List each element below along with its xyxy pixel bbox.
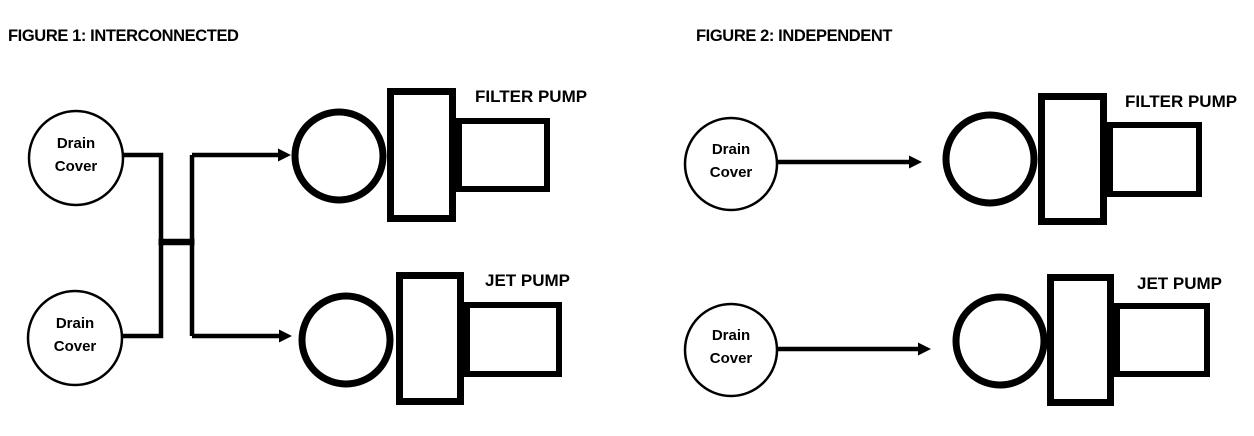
drain-cover-label-line1: Drain (712, 327, 750, 344)
pump-body-rect (387, 88, 456, 222)
fig2-arrow-to-filter-pump (777, 155, 922, 169)
fig1-drain-cover-bottom: Drain Cover (26, 289, 124, 387)
drain-cover-label-line1: Drain (712, 141, 750, 158)
arrow-head (918, 342, 931, 356)
manifold-suction-line (122, 152, 164, 339)
fig1-arrow-to-filter-pump (192, 148, 291, 162)
drain-cover-label-line2: Cover (710, 164, 753, 181)
drain-cover-label-line2: Cover (54, 338, 97, 355)
pump-inlet-circle (942, 111, 1038, 207)
filter-pump-label: FILTER PUMP (475, 87, 587, 106)
figure-1-interconnected: FIGURE 1: INTERCONNECTED Drain Cover Dra… (8, 27, 587, 405)
jet-pump-label: JET PUMP (1137, 274, 1222, 293)
pump-inlet-circle (952, 293, 1048, 389)
fig2-drain-cover-top: Drain Cover (683, 116, 779, 212)
pump-outlet-rect (464, 302, 562, 377)
pump-outlet-rect (1114, 303, 1210, 377)
pump-inlet-circle (291, 108, 387, 204)
pump-body-rect (1047, 274, 1114, 406)
jet-pump-label: JET PUMP (485, 271, 570, 290)
arrow-head (279, 329, 292, 343)
pump-outlet-rect (1107, 122, 1202, 197)
fig2-jet-pump: JET PUMP (952, 274, 1222, 406)
drain-cover-label-line1: Drain (57, 135, 95, 152)
drain-cover-circle (27, 109, 125, 207)
drain-cover-label-line1: Drain (56, 315, 94, 332)
arrow-head (909, 155, 922, 169)
figure-2-independent: FIGURE 2: INDEPENDENT Drain Cover FILTER… (683, 27, 1237, 406)
figure-1-title: FIGURE 1: INTERCONNECTED (8, 27, 239, 45)
arrow-head (278, 148, 291, 162)
pump-inlet-circle (298, 292, 394, 388)
fig1-arrow-to-jet-pump (192, 329, 292, 343)
fig1-filter-pump: FILTER PUMP (291, 87, 587, 222)
pump-outlet-rect (456, 118, 550, 192)
pump-body-rect (1038, 93, 1107, 225)
drain-cover-label-line2: Cover (55, 158, 98, 175)
fig2-arrow-to-jet-pump (778, 342, 931, 356)
drain-cover-circle (683, 302, 779, 398)
filter-pump-label: FILTER PUMP (1125, 92, 1237, 111)
fig1-jet-pump: JET PUMP (298, 271, 570, 405)
drain-cover-label-line2: Cover (710, 350, 753, 367)
fig2-drain-cover-bottom: Drain Cover (683, 302, 779, 398)
pump-body-rect (396, 272, 464, 405)
figure-2-title: FIGURE 2: INDEPENDENT (696, 27, 892, 45)
fig2-filter-pump: FILTER PUMP (942, 92, 1237, 225)
fig1-drain-cover-top: Drain Cover (27, 109, 125, 207)
